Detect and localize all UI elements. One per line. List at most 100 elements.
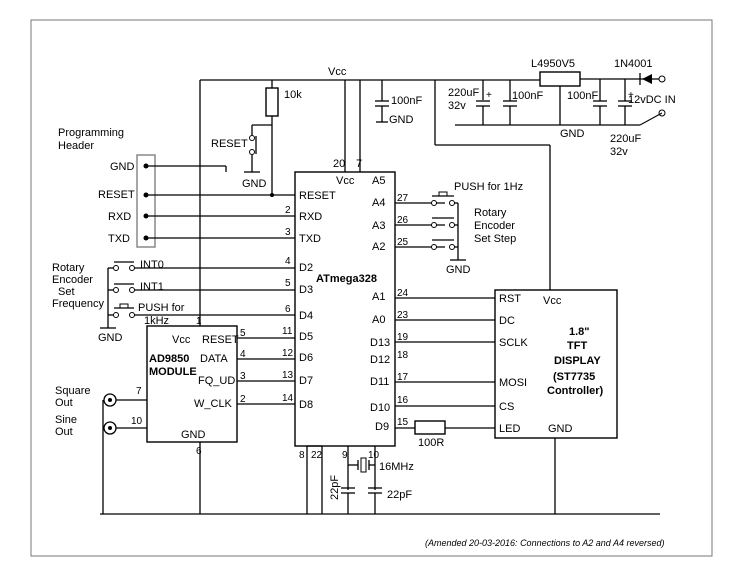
mcu-right-label-2: A3 (372, 220, 385, 232)
mcu-pin-7: 7 (356, 158, 362, 170)
outputs: Square Out Sine Out (55, 385, 147, 514)
crystal-circuit: 16MHz 22pF 22pF (329, 446, 414, 514)
ad9850-out-sine-num: 10 (131, 416, 143, 427)
mcu-right-label-6: D13 (370, 337, 390, 349)
mcu-right-num-2: 26 (397, 215, 409, 226)
mcu-left-num-6: 11 (282, 326, 293, 337)
ad9850-pin-gnd: 6 (196, 446, 202, 457)
ad9850-pin-label-3: W_CLK (194, 398, 233, 410)
mcu-name: ATmega328 (316, 273, 377, 285)
ad9850-pin-num-1: 4 (240, 349, 246, 360)
regulator-l4950v5 (539, 71, 581, 87)
ad9850-module: Vcc AD9850 MODULE GND 1 6 RESET 5 DATA 4… (131, 316, 295, 514)
mcu-left-label-8: D7 (299, 375, 313, 387)
ad9850-pin-label-0: RESET (202, 334, 239, 346)
svg-text:+: + (486, 90, 492, 101)
ad9850-vcc: Vcc (172, 334, 191, 346)
display-pin-rst: RST (499, 293, 521, 305)
header-title-line2: Header (58, 140, 94, 152)
cap-220uf-left-voltage: 32v (448, 100, 466, 112)
mcu-left-num-7: 12 (282, 348, 294, 359)
header-connector (136, 154, 156, 248)
display-vcc: Vcc (543, 295, 562, 307)
ad9850-out-square-num: 7 (136, 386, 142, 397)
input-terminal-plus (658, 75, 666, 83)
display-body (494, 289, 618, 439)
square-out-line2: Out (55, 397, 73, 409)
display-pin-dc: DC (499, 315, 515, 327)
ad9850-pin-vcc: 1 (196, 316, 202, 327)
header-pin-reset: RESET (98, 189, 135, 201)
mcu-right-num-8: 17 (397, 372, 409, 383)
mcu-right-label-9: D10 (370, 402, 390, 414)
left-buttons-gnd: GND (98, 332, 123, 344)
rotary-left-line3: Set (58, 286, 75, 298)
display-title-line3: DISPLAY (554, 355, 601, 367)
ad9850-pin-num-2: 3 (240, 371, 246, 382)
tft-display: Vcc 1.8" TFT DISPLAY (ST7735 Controller)… (414, 289, 618, 514)
rotary-right-line2: Encoder (474, 220, 515, 232)
ad9850-pin-label-1: DATA (200, 353, 228, 365)
reset-circuit: 10k RESET GND (211, 80, 302, 195)
display-title-line5: Controller) (547, 385, 604, 397)
amendment-note: (Amended 20-03-2016: Connections to A2 a… (425, 538, 664, 548)
frame-border (30, 19, 713, 557)
mcu-right-label-3: A2 (372, 241, 385, 253)
mcu-left-label-4: D3 (299, 284, 313, 296)
power-gnd-label: GND (560, 128, 585, 140)
mcu-right-label-8: D11 (370, 376, 389, 388)
mcu-left-label-6: D5 (299, 331, 313, 343)
mcu-left-label-5: D4 (299, 310, 313, 322)
header-pin-txd: TXD (108, 233, 130, 245)
mcu-right-num-6: 19 (397, 332, 409, 343)
ad9850-body (146, 325, 238, 443)
ad9850-pin-label-2: FQ_UD (198, 375, 235, 387)
mcu-left-num-4: 5 (285, 278, 291, 289)
mcu-pin-10: 10 (368, 450, 380, 461)
crystal-cap1: 22pF (329, 475, 341, 500)
display-title-line4: (ST7735 (553, 371, 595, 383)
mcu-right-label-1: A4 (372, 197, 385, 209)
programming-header: Programming Header GND RESET RXD TXD (58, 127, 295, 248)
display-title-line1: 1.8" (569, 326, 590, 338)
int1-label: INT1 (140, 281, 164, 293)
diode-1n4001 (642, 74, 652, 84)
cap-vcc-gnd: GND (389, 114, 414, 126)
ad9850-name-line1: AD9850 (149, 353, 189, 365)
mcu-left-label-7: D6 (299, 352, 313, 364)
cap-220uf-left-value: 220uF (448, 87, 479, 99)
mcu-vcc-label: Vcc (336, 175, 355, 187)
power-supply: L4950V5 1N4001 12vDC IN GND + 220uF 32v … (448, 58, 676, 158)
display-pin-cs: CS (499, 401, 514, 413)
cap-100nf-b-label: 100nF (512, 90, 543, 102)
resistor-100r-label: 100R (418, 437, 444, 449)
cap-220uf-right-voltage: 32v (610, 146, 628, 158)
cap-220uf-right-value: 220uF (610, 133, 641, 145)
mcu-left-label-9: D8 (299, 399, 313, 411)
display-title-line2: TFT (567, 340, 587, 352)
int0-label: INT0 (140, 259, 164, 271)
atmega328-body (294, 171, 396, 447)
right-buttons-gnd: GND (446, 264, 471, 276)
crystal-cap2: 22pF (387, 489, 412, 501)
display-pin-mosi: MOSI (499, 377, 527, 389)
rotary-right-line3: Set Step (474, 233, 516, 245)
sine-out-line1: Sine (55, 414, 77, 426)
display-pin-sclk: SCLK (499, 337, 528, 349)
mcu-pin-22: 22 (311, 450, 323, 461)
mcu-left-num-5: 6 (285, 304, 291, 315)
square-out-line1: Square (55, 385, 90, 397)
mcu-left-num-9: 14 (282, 393, 294, 404)
rotary-left-line1: Rotary (52, 262, 85, 274)
cap-vcc-label: 100nF (391, 95, 422, 107)
resistor-10k-label: 10k (284, 89, 302, 101)
mcu-pin-8: 8 (299, 450, 305, 461)
push-1hz-label: PUSH for 1Hz (454, 181, 523, 193)
left-buttons: Rotary Encoder Set Frequency INT0 INT1 P… (52, 259, 295, 344)
rotary-left-line2: Encoder (52, 274, 93, 286)
mcu-right-num-3: 25 (397, 237, 409, 248)
mcu-right-num-1: 27 (397, 193, 409, 204)
resistor-100r (414, 420, 446, 435)
header-pin-rxd: RXD (108, 211, 131, 223)
